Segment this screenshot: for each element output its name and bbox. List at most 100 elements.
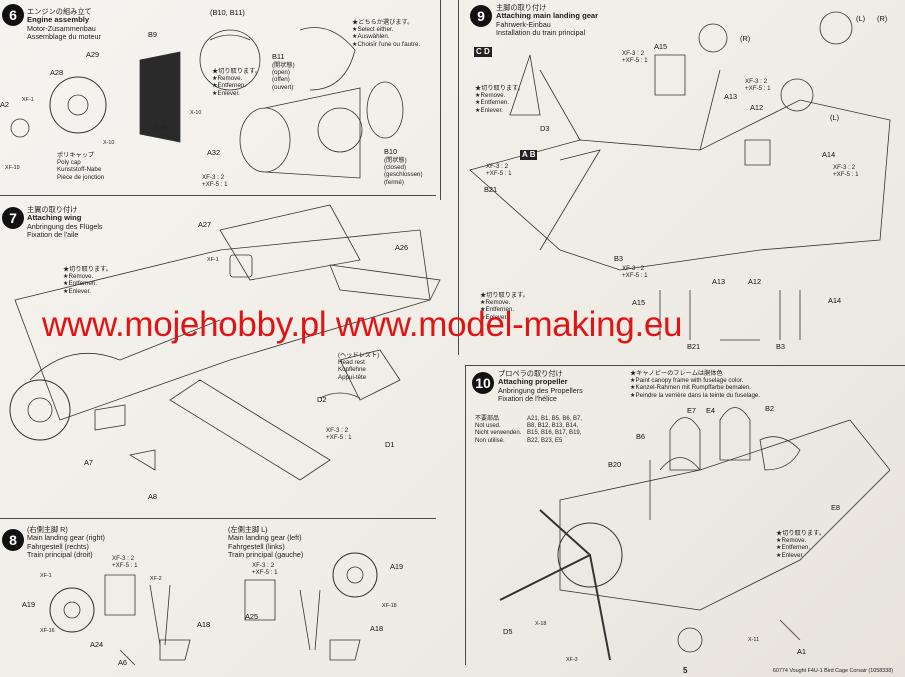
part-label: A19 bbox=[390, 562, 404, 571]
remove-note: ★切り取ります。★Remove. ★Entfernen.★Enlever. bbox=[63, 266, 112, 295]
paint-code: XF-18 bbox=[382, 603, 397, 609]
step-8-badge: 8 bbox=[2, 529, 24, 551]
paint-mix-9d: XF-3 : 2+XF-5 : 1 bbox=[622, 265, 648, 280]
part-label: A6 bbox=[118, 658, 128, 667]
step6-bottom-divider bbox=[0, 195, 436, 196]
remove-note: ★切り取ります。★Remove. ★Entfernen.★Enlever. bbox=[475, 85, 524, 114]
part-label: A15 bbox=[632, 298, 646, 307]
step-7-badge: 7 bbox=[2, 207, 24, 229]
part-label: A19 bbox=[22, 600, 36, 609]
engine-drawing bbox=[10, 27, 404, 179]
part-label: (L) bbox=[856, 14, 866, 23]
step-9-heading: 主脚の取り付け Attaching main landing gear Fahr… bbox=[496, 3, 599, 38]
paint-mix-8l: XF-3 : 2+XF-5 : 1 bbox=[252, 562, 278, 577]
part-label: B21 bbox=[687, 342, 701, 351]
paint-mix-9a: XF-3 : 2+XF-5 : 1 bbox=[622, 50, 648, 65]
canopy-paint-note: ★キャノピーのフレームは胴体色★Paint canopy frame with … bbox=[630, 370, 761, 399]
part-label: D2 bbox=[317, 395, 327, 404]
select-note: ★どちらか選びます。★Select either. ★Auswählen.★Ch… bbox=[352, 19, 421, 48]
part-label: A1 bbox=[797, 647, 807, 656]
unused-parts: 不要部品 Not used. Nicht verwenden. Non util… bbox=[475, 416, 583, 444]
paint-code: XF-16 bbox=[40, 628, 55, 634]
part-label: A14 bbox=[828, 296, 842, 305]
part-label: D5 bbox=[503, 627, 513, 636]
kit-footer: 60774 Vought F4U-1 Bird Cage Corsair (10… bbox=[772, 668, 893, 674]
step-6-title-de: Motor-Zusammenbau bbox=[27, 23, 96, 33]
paint-code: X-18 bbox=[155, 126, 167, 132]
part-label: (R) bbox=[877, 14, 888, 23]
part-label: (R) bbox=[740, 34, 751, 43]
option-code-ab: A B bbox=[520, 150, 538, 160]
part-label: B3 bbox=[776, 342, 786, 351]
remove-note: ★切り取ります。★Remove. ★Entfernen.★Enlever. bbox=[212, 68, 261, 97]
step-7-heading: 主翼の取り付け Attaching wing Anbringung des Fl… bbox=[27, 205, 103, 240]
step-6-title-en: Engine assembly bbox=[27, 15, 90, 25]
part-label: A18 bbox=[197, 620, 211, 629]
part-label: A13 bbox=[724, 92, 738, 101]
part-label: A28 bbox=[50, 68, 64, 77]
paint-code: XF-1 bbox=[207, 257, 219, 263]
paint-code: XF-1 bbox=[40, 573, 52, 579]
paint-mix-9c: XF-3 : 2+XF-5 : 1 bbox=[486, 163, 512, 178]
paint-code: XF-2 bbox=[150, 576, 162, 582]
paint-mix-6: XF-3 : 2+XF-5 : 1 bbox=[202, 174, 228, 189]
part-label: A2 bbox=[0, 100, 10, 109]
part-label: A13 bbox=[712, 277, 726, 286]
part-label: B20 bbox=[608, 460, 622, 469]
part-label: A15 bbox=[654, 42, 668, 51]
part-label: A8 bbox=[148, 492, 158, 501]
part-label: B2 bbox=[765, 404, 775, 413]
paint-code: X-11 bbox=[748, 637, 759, 643]
option-code-cd: C D bbox=[474, 47, 492, 57]
part-label: A24 bbox=[90, 640, 104, 649]
part-label: B9 bbox=[148, 30, 158, 39]
paint-code: X-10 bbox=[103, 140, 115, 146]
step-8-right-heading: (右側主脚 R) Main landing gear (right) Fahrg… bbox=[27, 525, 105, 560]
paint-mix-7: XF-3 : 2+XF-5 : 1 bbox=[326, 427, 352, 442]
part-label: A12 bbox=[748, 277, 762, 286]
part-label: A18 bbox=[370, 624, 384, 633]
part-label: B11 bbox=[272, 52, 285, 61]
part-label: D1 bbox=[385, 440, 395, 449]
part-label: B10 bbox=[384, 147, 398, 156]
wing-assembly-drawing bbox=[9, 204, 441, 481]
part-label: A29 bbox=[86, 50, 100, 59]
remove-note: ★切り取ります。★Remove. ★Entfernen.★Enlever. bbox=[776, 530, 825, 559]
paint-mix-8r: XF-3 : 2+XF-5 : 1 bbox=[112, 555, 138, 570]
main-gear-assembly-drawing bbox=[469, 11, 891, 341]
step-6-badge: 6 bbox=[2, 4, 24, 26]
paint-code: X-10 bbox=[190, 110, 202, 116]
part-label: A32 bbox=[207, 148, 221, 157]
paint-code: XF-3 bbox=[566, 657, 578, 663]
paint-code: X-18 bbox=[535, 621, 547, 627]
step-10-heading: プロペラの取り付け Attaching propeller Anbringung… bbox=[498, 369, 583, 404]
step-6-title-fr: Assemblage du moteur bbox=[27, 32, 101, 42]
propeller-assembly-drawing bbox=[499, 407, 891, 661]
part-label: A7 bbox=[84, 458, 94, 467]
part-label: E7 bbox=[687, 406, 697, 415]
center-divider bbox=[440, 0, 441, 200]
part-label: B21 bbox=[484, 185, 498, 194]
step9-box bbox=[458, 0, 459, 355]
step-9-badge: 9 bbox=[470, 5, 492, 27]
landing-gear-drawing bbox=[49, 552, 378, 666]
part-label: A27 bbox=[198, 220, 212, 229]
part-label: D3 bbox=[540, 124, 550, 133]
part-label: (L) bbox=[830, 113, 840, 122]
part-label: E4 bbox=[706, 406, 716, 415]
part-label: E8 bbox=[831, 503, 841, 512]
part-label: A12 bbox=[750, 103, 764, 112]
step7-bottom-divider bbox=[0, 518, 436, 519]
part-label: A26 bbox=[395, 243, 409, 252]
closed-note: (閉状態)(closed) (geschlossen)(fermé) bbox=[384, 157, 423, 186]
paint-code: XF-1 bbox=[22, 97, 34, 103]
part-label: A25 bbox=[245, 612, 259, 621]
watermark-text: www.mojehobby.pl www.model-making.eu bbox=[42, 305, 683, 344]
paint-code: XF-19 bbox=[5, 165, 20, 171]
paint-mix-9e: XF-3 : 2+XF-5 : 1 bbox=[833, 164, 859, 179]
part-label: B3 bbox=[614, 254, 624, 263]
